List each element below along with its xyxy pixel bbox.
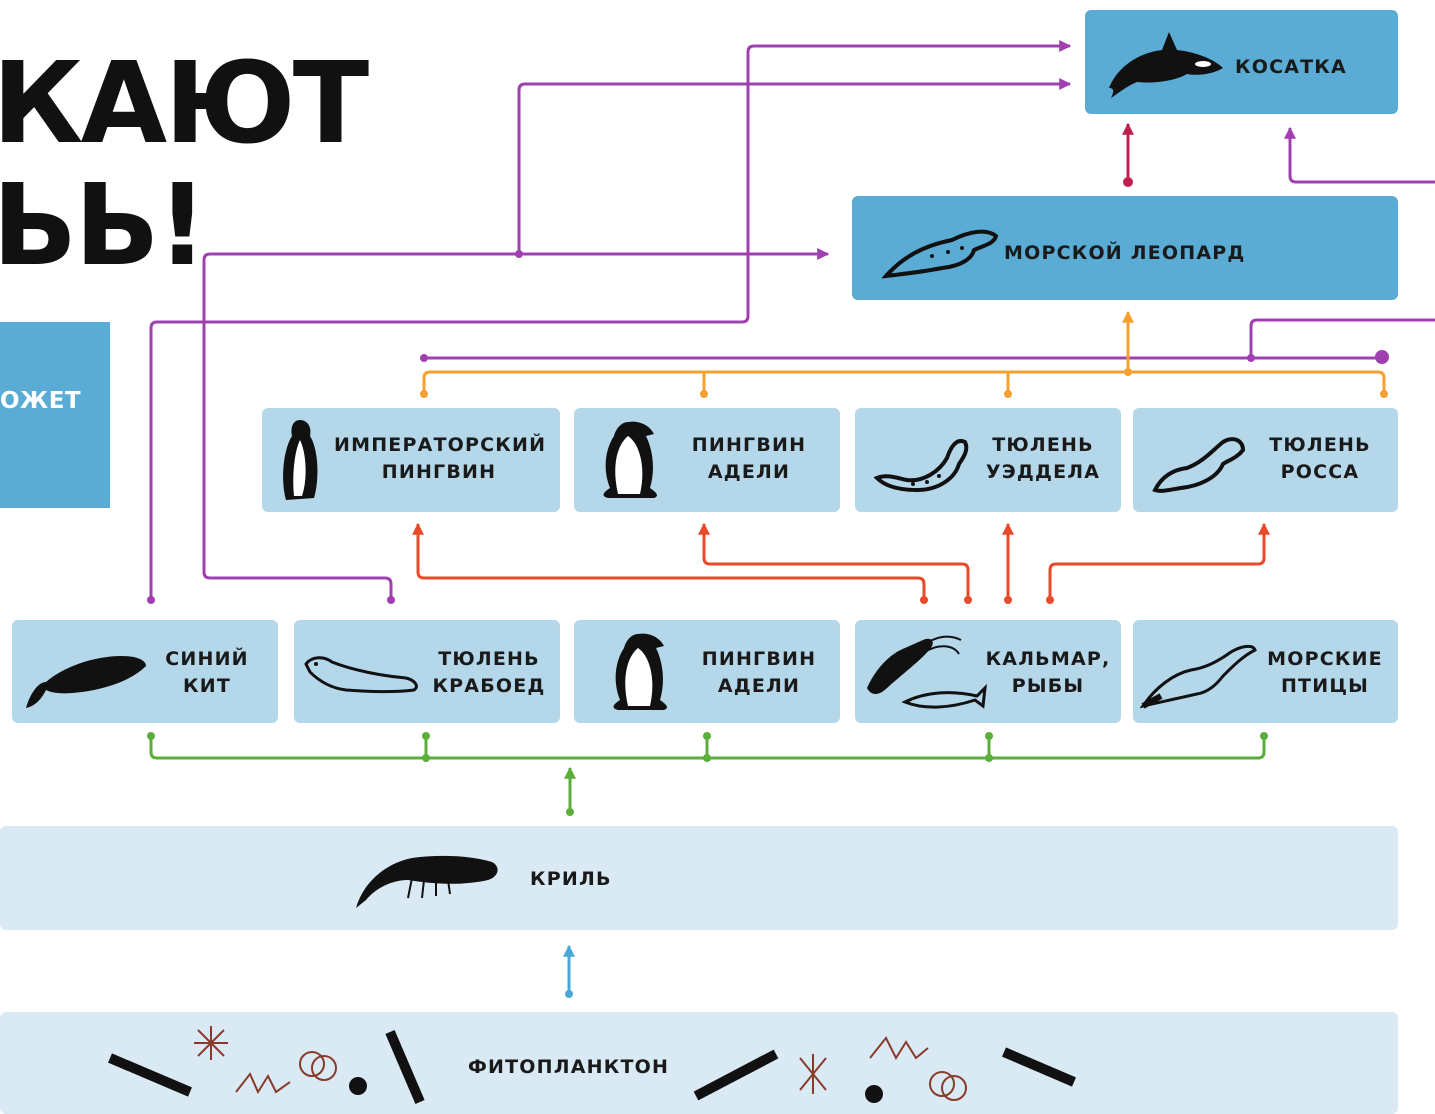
arrow-squid-to-ross (1050, 524, 1264, 600)
arrow-squid-to-adelie (704, 524, 968, 600)
arrow-blue-whale-to-orca (151, 46, 1070, 600)
arrow-crabeater-to-leopard (204, 254, 828, 600)
arrow-crabeater-to-orca (519, 84, 1070, 254)
arrow-to-orca-right (1290, 128, 1435, 182)
arrow-squid-to-emperor (418, 524, 924, 600)
bus-orange (424, 372, 1384, 394)
arrow-bus-to-orca (1251, 320, 1435, 358)
